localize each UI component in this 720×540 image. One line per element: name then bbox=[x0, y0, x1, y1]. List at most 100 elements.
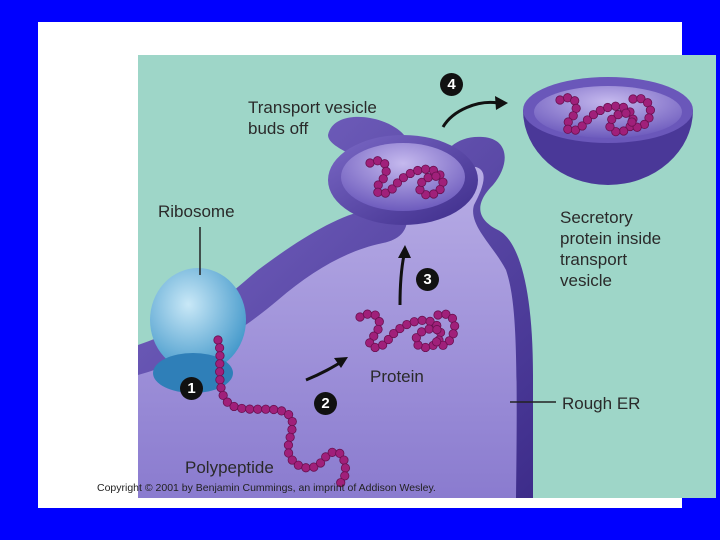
polypeptide-bead bbox=[215, 359, 225, 369]
polypeptide-bead bbox=[237, 403, 247, 414]
protein-bead bbox=[417, 315, 427, 325]
vesicle-protein-bead bbox=[387, 184, 397, 194]
polypeptide-bead bbox=[269, 404, 279, 415]
protein-bead bbox=[395, 323, 405, 334]
polypeptide-bead bbox=[327, 447, 337, 457]
protein-bead bbox=[389, 328, 399, 339]
label-secretory-protein: Secretory protein inside transport vesic… bbox=[560, 208, 662, 290]
protein-bead bbox=[370, 342, 380, 353]
secretory-protein-bead bbox=[563, 124, 573, 134]
protein-bead bbox=[362, 309, 373, 319]
protein-bead bbox=[444, 336, 455, 346]
label-ribosome: Ribosome bbox=[158, 202, 235, 221]
er-diagram: Transport vesicle buds off Ribosome Secr… bbox=[138, 55, 716, 498]
protein-bead bbox=[409, 317, 419, 327]
vesicle-protein-bead bbox=[417, 177, 427, 187]
protein-chains bbox=[213, 93, 656, 488]
secretory-protein-bead bbox=[619, 126, 629, 136]
polypeptide-bead bbox=[340, 471, 350, 481]
secretory-protein-bead bbox=[644, 113, 654, 123]
protein-bead bbox=[374, 317, 384, 327]
polypeptide-bead bbox=[301, 463, 311, 473]
polypeptide-bead bbox=[340, 463, 351, 473]
secretory-protein-bead bbox=[555, 95, 565, 105]
arrow-step-3 bbox=[398, 254, 406, 306]
polypeptide-bead bbox=[284, 448, 294, 458]
vesicle-protein-bead bbox=[413, 165, 423, 176]
protein-bead bbox=[432, 325, 442, 335]
secretory-protein-bead bbox=[605, 122, 615, 132]
protein-bead bbox=[441, 309, 451, 319]
polypeptide-bead bbox=[215, 343, 225, 353]
polypeptide-bead bbox=[277, 406, 287, 416]
step-1-badge: 1 bbox=[180, 377, 203, 400]
protein-bead bbox=[424, 324, 434, 334]
secretory-protein-bead bbox=[645, 105, 656, 115]
vesicle-protein-bead bbox=[423, 173, 433, 183]
polypeptide-bead bbox=[222, 397, 232, 407]
label-polypeptide: Polypeptide bbox=[185, 458, 274, 477]
polypeptide-bead bbox=[336, 478, 346, 488]
label-transport-vesicle: Transport vesicle buds off bbox=[248, 98, 377, 138]
polypeptide-bead bbox=[215, 367, 225, 377]
polypeptide-bead bbox=[218, 390, 228, 401]
secretory-protein-bead bbox=[621, 108, 631, 118]
polypeptide-bead bbox=[287, 424, 297, 435]
vesicle-protein-bead bbox=[373, 187, 383, 197]
polypeptide-bead bbox=[315, 458, 326, 468]
polypeptide-bead bbox=[253, 404, 263, 414]
step-4-badge: 4 bbox=[440, 73, 463, 96]
protein-bead bbox=[448, 329, 458, 339]
protein-bead bbox=[373, 324, 383, 335]
vesicle-protein-bead bbox=[378, 174, 388, 184]
protein-bead bbox=[369, 331, 379, 341]
vesicle-protein-bead bbox=[421, 190, 431, 200]
vesicle-protein-bead bbox=[431, 171, 441, 181]
polypeptide-bead bbox=[293, 460, 303, 470]
polypeptide-bead bbox=[213, 335, 223, 345]
label-rough-er: Rough ER bbox=[562, 394, 641, 413]
slide: Transport vesicle buds off Ribosome Secr… bbox=[38, 22, 716, 508]
secretory-protein-bead bbox=[577, 121, 587, 131]
polypeptide-bead bbox=[215, 351, 225, 361]
polypeptide-bead bbox=[216, 383, 226, 393]
protein-bead bbox=[378, 340, 388, 350]
secretory-protein-bead bbox=[627, 117, 637, 127]
vesicle-protein-bead bbox=[420, 164, 431, 174]
polypeptide-bead bbox=[287, 416, 297, 427]
protein-bead bbox=[433, 310, 443, 320]
secretory-protein-bead bbox=[628, 94, 638, 104]
polypeptide-bead bbox=[287, 455, 297, 465]
polypeptide-bead bbox=[261, 404, 271, 414]
arrow-step-4-head bbox=[495, 96, 508, 110]
polypeptide-bead bbox=[335, 448, 345, 458]
secretory-protein-bead bbox=[582, 115, 593, 125]
secretory-protein-bead bbox=[570, 125, 581, 135]
vesicle-protein-bead bbox=[435, 184, 445, 195]
er-lumen bbox=[138, 160, 517, 498]
vesicle-protein-bead bbox=[380, 188, 391, 198]
polypeptide-bead bbox=[229, 401, 239, 412]
polypeptide-bead bbox=[285, 432, 295, 442]
secretory-protein-bead bbox=[636, 94, 646, 104]
diagram-canvas bbox=[138, 77, 693, 498]
vesicle-protein-bead bbox=[429, 189, 439, 199]
vesicle-protein-bead bbox=[380, 159, 390, 169]
secretory-protein-bead bbox=[610, 101, 621, 111]
protein-bead bbox=[383, 334, 393, 345]
vesicle-protein-bead bbox=[392, 178, 403, 188]
secretory-protein-bead bbox=[613, 110, 623, 120]
label-protein: Protein bbox=[370, 367, 424, 386]
polypeptide-bead bbox=[283, 440, 294, 450]
protein-bead bbox=[450, 321, 460, 331]
vesicle-protein-bead bbox=[415, 185, 425, 195]
vesicle-protein-bead bbox=[398, 173, 409, 183]
copyright-notice: Copyright © 2001 by Benjamin Cummings, a… bbox=[97, 482, 436, 494]
arrow-step-4 bbox=[441, 100, 499, 128]
polypeptide-bead bbox=[245, 404, 255, 414]
protein-bead bbox=[447, 313, 458, 324]
protein-bead bbox=[431, 337, 442, 347]
polypeptide-bead bbox=[309, 462, 319, 472]
secretory-protein-bead bbox=[607, 114, 617, 124]
protein-bead bbox=[411, 333, 421, 343]
